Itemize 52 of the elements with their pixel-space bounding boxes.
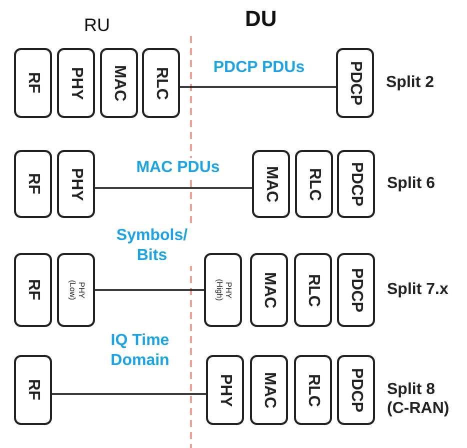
split-label: Split 6 xyxy=(387,174,436,193)
split-label: Split 2 xyxy=(386,73,436,92)
split-label: Split 7.x xyxy=(387,280,450,299)
layer-name: PDCP xyxy=(346,60,364,106)
layer-name: RLC xyxy=(305,168,323,200)
connector-line xyxy=(180,86,336,88)
layer-box xyxy=(14,253,52,327)
unit-label: DU xyxy=(245,6,277,32)
layer-box xyxy=(337,253,375,327)
split-label: Split 8 (C-RAN) xyxy=(387,380,450,418)
layer-box xyxy=(294,253,332,327)
layer-name: RF xyxy=(24,72,42,94)
layer-box xyxy=(252,150,290,218)
connector-line xyxy=(95,187,252,189)
layer-box xyxy=(295,150,333,218)
connector-line xyxy=(52,393,206,395)
layer-name: MAC xyxy=(110,64,128,102)
layer-box xyxy=(57,253,95,327)
unit-label: RU xyxy=(84,15,110,36)
layer-name: RLC xyxy=(152,66,170,100)
layer-name: PHY (Low) xyxy=(67,278,86,302)
layer-name: PHY (High) xyxy=(214,278,233,303)
layer-box xyxy=(57,150,95,218)
layer-box xyxy=(337,150,375,218)
layer-name: PHY xyxy=(216,374,234,406)
layer-name: PDCP xyxy=(347,368,365,412)
layer-name: RF xyxy=(24,279,42,301)
layer-name: PHY xyxy=(67,66,85,100)
layer-box xyxy=(142,48,180,118)
layer-box xyxy=(100,48,138,118)
layer-box xyxy=(206,355,244,425)
layer-name: RF xyxy=(24,173,42,195)
layer-box xyxy=(57,48,95,118)
layer-name: PDCP xyxy=(347,162,365,206)
connector-line xyxy=(95,289,204,291)
layer-name: RLC xyxy=(304,374,322,406)
layer-name: MAC xyxy=(262,166,280,202)
layer-box xyxy=(204,253,242,327)
layer-box xyxy=(250,355,288,425)
layer-name: MAC xyxy=(260,272,278,308)
layer-box xyxy=(337,355,375,425)
layer-box xyxy=(250,253,288,327)
layer-name: RF xyxy=(24,379,42,401)
layer-box xyxy=(14,48,52,118)
layer-box xyxy=(14,355,52,425)
layer-name: MAC xyxy=(260,372,278,408)
layer-name: RLC xyxy=(304,274,322,306)
layer-name: PDCP xyxy=(347,268,365,312)
layer-box xyxy=(14,150,52,218)
layer-box xyxy=(336,48,374,118)
layer-name: PHY xyxy=(67,168,85,200)
layer-box xyxy=(294,355,332,425)
